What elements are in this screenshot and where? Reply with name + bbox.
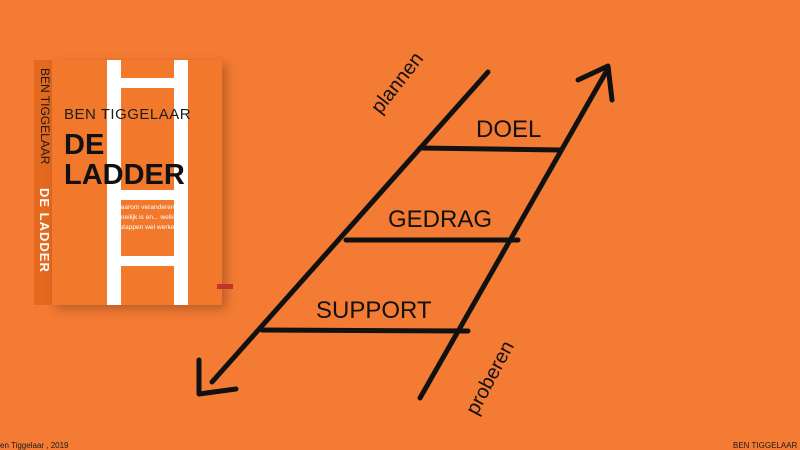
left-rail bbox=[209, 69, 491, 385]
rung-label-doel: DOEL bbox=[476, 116, 542, 143]
ladder-rail bbox=[107, 60, 121, 305]
ladder-rung bbox=[107, 256, 188, 266]
ladder-rung bbox=[107, 190, 188, 200]
book-image: BEN TIGGELAAR DE LADDER BEN TIGGELAAR DE… bbox=[34, 60, 233, 305]
cover-title-line1: DE bbox=[64, 129, 105, 161]
book-cover: BEN TIGGELAAR DE LADDER Waarom verandere… bbox=[52, 60, 233, 305]
cover-title: DE LADDER bbox=[64, 130, 224, 190]
rung-label-support: SUPPORT bbox=[316, 297, 432, 324]
publisher-logo bbox=[217, 284, 233, 289]
ladder-rail bbox=[174, 60, 188, 305]
arrow-down-icon bbox=[196, 357, 239, 397]
ladder-rung bbox=[107, 78, 188, 88]
arrow-up-icon bbox=[575, 63, 615, 103]
footer-credit: en Tiggelaar , 2019 bbox=[0, 441, 69, 450]
cover-author: BEN TIGGELAAR bbox=[64, 106, 192, 123]
rung-bottom bbox=[259, 327, 471, 334]
rung-top bbox=[417, 145, 563, 153]
rung-label-gedrag: GEDRAG bbox=[388, 206, 493, 233]
cover-blurb: Waarom veranderen zo moeilijk is en... w… bbox=[114, 204, 184, 231]
book-spine bbox=[34, 60, 52, 305]
right-rail bbox=[417, 69, 609, 401]
footer-brand: BEN TIGGELAAR bbox=[733, 441, 798, 450]
cover-title-line2: LADDER bbox=[64, 159, 185, 191]
